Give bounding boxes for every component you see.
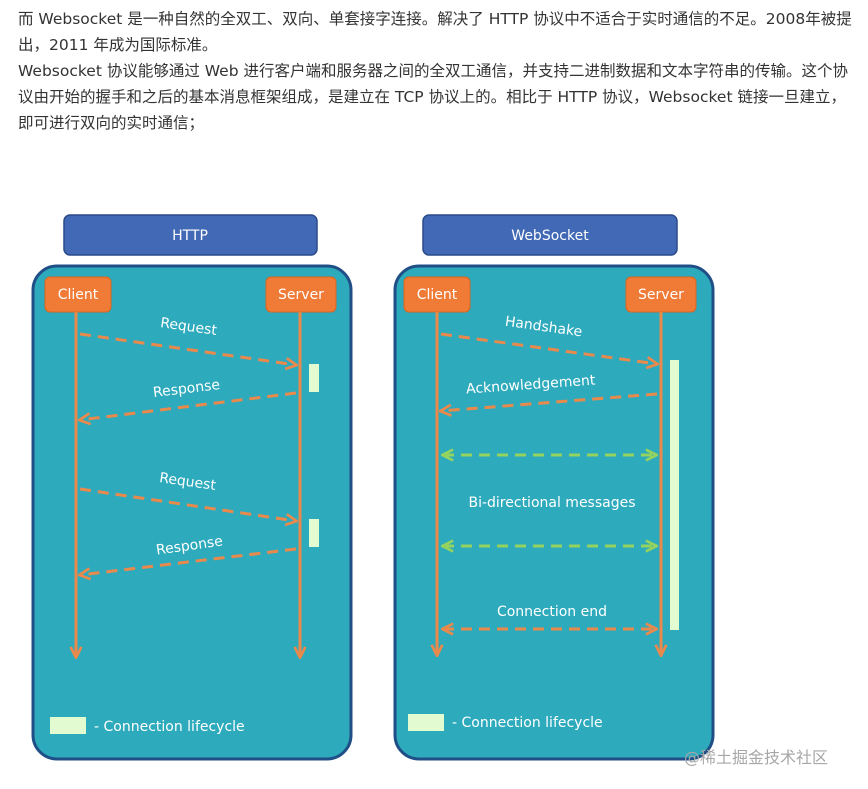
http-client-node [44,276,112,313]
http-title: HTTP [172,228,208,244]
websocket-title: WebSocket [511,228,589,244]
article-paragraph-1: 而 Websocket 是一种自然的全双工、双向、单套接字连接。解决了 HTTP… [18,10,852,54]
http-legend-swatch [50,717,86,734]
http-request-label-2: Request [158,470,217,494]
article-text: 而 Websocket 是一种自然的全双工、双向、单套接字连接。解决了 HTTP… [18,6,860,136]
http-diagram: HTTP Client Server Request Response Requ… [31,214,353,761]
websocket-lifecycle-bar [670,360,679,630]
websocket-legend-swatch [408,714,444,731]
http-response-arrow-1 [80,391,297,420]
websocket-server-label: Server [638,287,684,303]
http-lifecycle-bar-2 [309,519,319,547]
websocket-bidirectional-label: Bi-directional messages [468,495,635,511]
websocket-diagram: WebSocket Client Server Handshake Acknow… [393,214,715,761]
websocket-title-box [422,214,678,256]
http-response-arrow-2 [80,547,297,575]
websocket-handshake-arrow [440,332,657,364]
article-paragraph-2: Websocket 协议能够通过 Web 进行客户端和服务器之间的全双工通信，并… [18,62,848,132]
http-lifecycle-bar-1 [309,364,319,392]
websocket-legend-label: - Connection lifecycle [452,715,603,731]
http-panel [31,264,353,761]
http-title-box [63,214,318,256]
http-client-label: Client [58,287,99,303]
http-request-arrow-2 [79,487,296,521]
websocket-acknowledgement-arrow [441,392,658,411]
websocket-panel [393,264,715,761]
http-legend-label: - Connection lifecycle [94,719,245,735]
http-request-arrow-1 [79,332,296,365]
http-request-label-1: Request [159,315,218,339]
http-server-label: Server [278,287,324,303]
websocket-client-label: Client [417,287,458,303]
watermark: @稀土掘金技术社区 [684,748,829,767]
websocket-connection-end-label: Connection end [497,604,607,620]
